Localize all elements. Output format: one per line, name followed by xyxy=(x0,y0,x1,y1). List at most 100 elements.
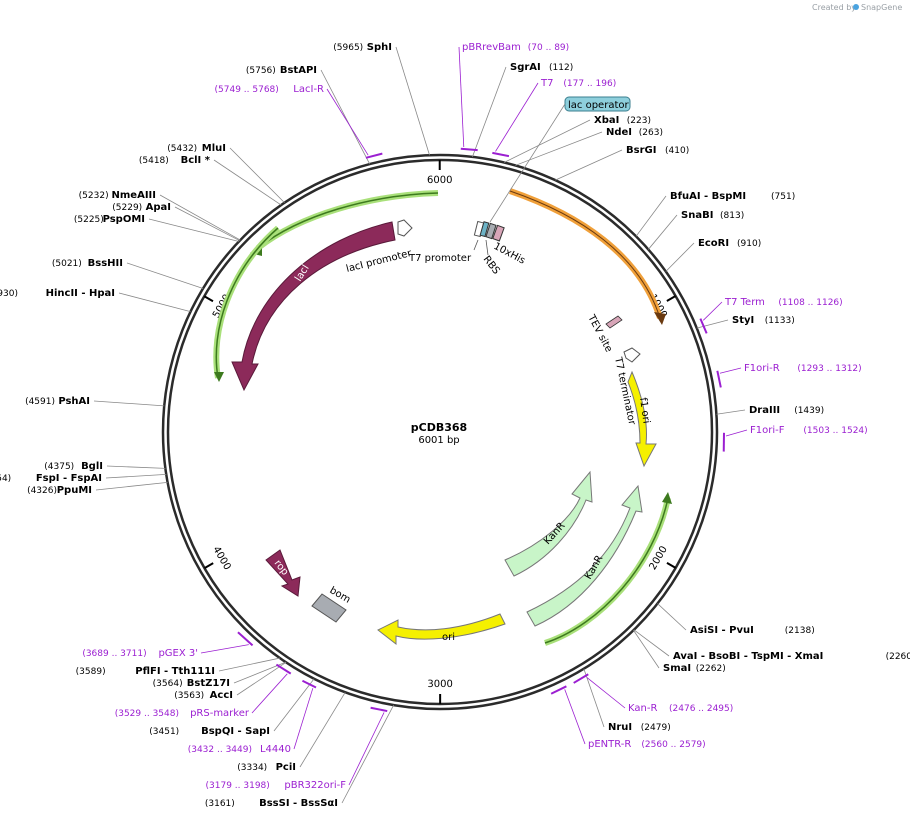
enzyme-site[interactable]: NmeAIII(5232) xyxy=(79,190,241,241)
primer-leader xyxy=(586,677,626,709)
primer-leader xyxy=(200,644,249,654)
tev-site-arrow[interactable] xyxy=(605,315,623,329)
primer-site[interactable]: L4440(3432 .. 3449) xyxy=(188,679,317,755)
enzyme-site[interactable]: SnaBI(813) xyxy=(648,210,744,250)
primer-site[interactable]: F1ori-R (1293 .. 1312) xyxy=(716,363,862,388)
t7-terminator-arrow[interactable] xyxy=(623,347,641,363)
enzyme-leader xyxy=(236,661,287,696)
enzyme-site[interactable]: HincII - HpaI(4930) xyxy=(0,288,191,313)
enzyme-site[interactable]: BfuAI - BspMI(751) xyxy=(635,191,795,237)
primer-site[interactable]: pRS-marker(3529 .. 3548) xyxy=(115,663,292,719)
t7-promoter-label: T7 promoter xyxy=(408,253,472,264)
enzyme-site[interactable]: AvaI - BsoBI - TspMI - XmaI(2260) xyxy=(633,629,910,662)
enzyme-site[interactable]: BsrGI(410) xyxy=(555,145,689,181)
laci-promoter-arrow[interactable] xyxy=(397,219,413,237)
enzyme-name: PspOMI xyxy=(103,214,145,225)
enzyme-site[interactable]: FspI - FspAI(4354) xyxy=(0,473,167,484)
enzyme-site[interactable]: MluI(5432) xyxy=(167,143,285,204)
enzyme-leader xyxy=(472,66,507,158)
lac-operator-label: lac operator xyxy=(568,100,629,111)
primer-leader xyxy=(251,673,288,714)
enzyme-leader xyxy=(633,629,670,657)
primer-name: T7 Term xyxy=(724,297,765,308)
ori-arrow[interactable] xyxy=(377,613,506,646)
orf-orange-arc[interactable] xyxy=(509,188,663,319)
tick-mark xyxy=(666,295,677,302)
enzyme-leader xyxy=(657,603,687,631)
enzyme-leader xyxy=(159,194,241,241)
enzyme-leader xyxy=(696,319,729,329)
enzyme-site[interactable]: PciI(3334) xyxy=(237,692,346,773)
primer-site[interactable]: Kan-R(2476 .. 2495) xyxy=(573,673,734,714)
kanr-arrow-2[interactable] xyxy=(526,484,643,627)
orf-green-left-arc[interactable] xyxy=(215,227,279,379)
enzyme-site[interactable]: EcoRI(910) xyxy=(665,238,761,272)
enzyme-site[interactable]: BclI *(5418) xyxy=(139,155,282,206)
enzyme-position: (5432) xyxy=(167,144,197,154)
enzyme-name: AsiSI - PvuI xyxy=(690,625,754,636)
primer-labels: pBRrevBam(70 .. 89)T7(177 .. 196) T7 Term… xyxy=(82,42,867,791)
enzyme-leader xyxy=(106,465,166,469)
snapgene-credit: Created by SnapGene xyxy=(812,3,902,12)
rbs-box[interactable] xyxy=(479,221,490,238)
enzyme-site[interactable]: PflFI - Tth111I(3589) xyxy=(76,657,281,677)
t7-promoter-leader xyxy=(473,239,479,251)
primer-site[interactable]: pBRrevBam(70 .. 89) xyxy=(458,42,569,152)
enzyme-site[interactable]: DraIII(1439) xyxy=(716,405,824,416)
enzyme-site[interactable]: BssHII(5021) xyxy=(52,258,204,289)
enzyme-site[interactable]: NruI(2479) xyxy=(583,668,671,733)
primer-position: (177 .. 196) xyxy=(563,79,616,89)
primer-site[interactable]: pENTR-R(2560 .. 2579) xyxy=(550,685,706,750)
enzyme-site[interactable]: PspOMI(5225) xyxy=(74,214,239,242)
orf-green-right-arc[interactable] xyxy=(544,497,669,644)
primer-position: (1293 .. 1312) xyxy=(797,364,861,374)
enzyme-site[interactable]: AsiSI - PvuI(2138) xyxy=(657,603,815,636)
enzyme-position: (2479) xyxy=(641,723,671,733)
primer-bar xyxy=(716,370,722,388)
enzyme-position: (223) xyxy=(627,116,651,126)
primer-site[interactable]: LacI-R(5749 .. 5768) xyxy=(215,84,383,159)
enzyme-leader xyxy=(633,630,660,669)
orf-green-top-arc[interactable] xyxy=(257,192,439,249)
primer-site[interactable]: pBR322ori-F(3179 .. 3198) xyxy=(206,706,388,791)
enzyme-site[interactable]: BspQI - SapI(3451) xyxy=(149,678,315,737)
enzyme-site[interactable]: AccI(3563) xyxy=(174,661,287,701)
enzyme-site[interactable]: SmaI(2262) xyxy=(633,630,726,674)
enzyme-name: BspQI - SapI xyxy=(201,726,270,737)
primer-site[interactable]: T7 Term(1108 .. 1126) xyxy=(699,297,843,334)
enzyme-name: NmeAIII xyxy=(112,190,156,201)
enzyme-leader xyxy=(515,131,603,166)
primer-bar xyxy=(275,663,292,675)
primer-site[interactable]: F1ori-F(1503 .. 1524) xyxy=(722,425,868,452)
enzyme-site[interactable]: XbaI(223) xyxy=(503,115,651,163)
enzyme-site[interactable]: StyI(1133) xyxy=(696,315,795,329)
enzyme-site[interactable]: SgrAI(112) xyxy=(472,62,573,158)
enzyme-site[interactable]: PshAI(4591) xyxy=(25,396,165,407)
primer-site[interactable]: pGEX 3'(3689 .. 3711) xyxy=(82,631,254,659)
credit-brand: SnapGene xyxy=(861,3,902,12)
lac-op-box[interactable] xyxy=(485,222,497,240)
his-tag-box[interactable] xyxy=(492,224,505,242)
enzyme-leader xyxy=(105,473,167,479)
enzyme-site[interactable]: BstAPI(5756) xyxy=(246,65,371,165)
enzyme-site[interactable]: PpuMI(4326) xyxy=(27,482,168,496)
f1-ori-arrow[interactable] xyxy=(627,370,657,468)
enzyme-position: (4930) xyxy=(0,289,18,299)
enzyme-leader xyxy=(174,206,240,242)
enzyme-site[interactable]: SphI(5965) xyxy=(333,42,430,156)
enzyme-name: SphI xyxy=(367,42,392,53)
enzyme-site[interactable]: ApaI(5229) xyxy=(112,202,240,242)
kanr-arrow-1[interactable] xyxy=(504,470,593,577)
enzyme-site[interactable]: BssSI - BssSαI(3161) xyxy=(205,704,395,809)
bom-box[interactable] xyxy=(311,593,347,623)
enzyme-site[interactable]: BglI(4375) xyxy=(44,461,166,472)
enzyme-position: (5232) xyxy=(79,191,109,201)
ori-label: ori xyxy=(442,632,455,643)
laci-arrow[interactable] xyxy=(231,221,396,392)
rop-arrow[interactable] xyxy=(265,549,301,597)
primer-name: F1ori-R xyxy=(744,363,780,374)
enzyme-leader xyxy=(583,668,605,728)
enzyme-leader xyxy=(503,119,591,163)
primer-site[interactable]: T7(177 .. 196) xyxy=(492,78,616,158)
